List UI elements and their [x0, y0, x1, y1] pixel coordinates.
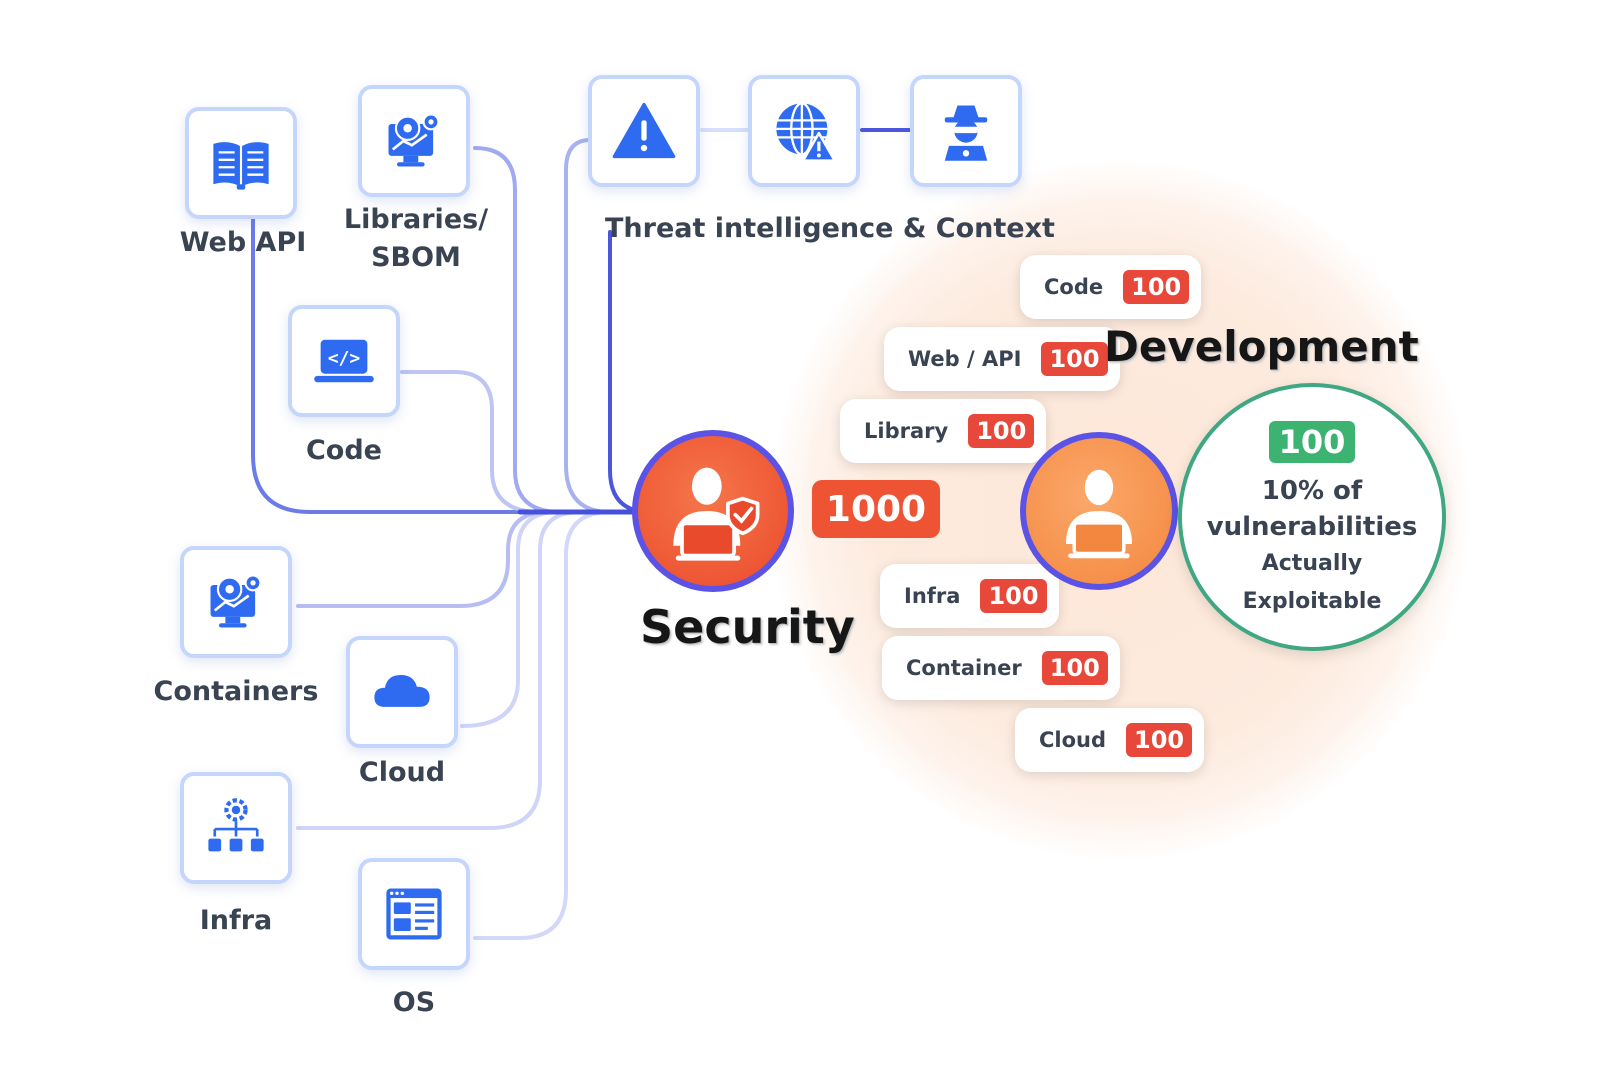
- security-avatar: [632, 430, 794, 592]
- dev-item-name: Library: [864, 419, 949, 443]
- code-laptop-icon: </>: [314, 339, 374, 383]
- libraries-tile[interactable]: [358, 85, 470, 197]
- dev-item-web-api: Web / API 100: [884, 327, 1120, 391]
- dev-item-count: 100: [1126, 723, 1193, 757]
- result-line-1: 10% of: [1261, 476, 1363, 506]
- infra-label: Infra: [199, 905, 273, 936]
- development-title: Development: [1104, 322, 1419, 371]
- result-line-4: Exploitable: [1242, 589, 1382, 614]
- dev-item-name: Cloud: [1039, 728, 1107, 752]
- line-containers: [296, 510, 550, 608]
- web-api-label: Web API: [179, 227, 307, 258]
- spy-icon: [944, 105, 988, 161]
- line-code: [400, 370, 542, 514]
- dev-item-name: Container: [906, 656, 1022, 680]
- dev-item-code: Code 100: [1020, 255, 1202, 319]
- infra-tile[interactable]: [180, 772, 292, 884]
- line-web-api: [251, 213, 562, 514]
- dev-item-count: 100: [980, 579, 1047, 613]
- libraries-label: Libraries/ SBOM: [343, 204, 489, 273]
- developer-avatar: [1020, 432, 1178, 590]
- cloud-tile[interactable]: [346, 636, 458, 748]
- cloud-icon: [374, 675, 430, 707]
- line-infra: [296, 510, 582, 830]
- dev-item-cloud: Cloud 100: [1015, 708, 1205, 772]
- code-tile[interactable]: </>: [288, 305, 400, 417]
- code-label: Code: [305, 435, 382, 466]
- warning-icon: [612, 102, 676, 159]
- threat-tile-globe[interactable]: [748, 75, 860, 187]
- threat-tile-warning[interactable]: [588, 75, 700, 187]
- dev-item-count: 100: [968, 414, 1035, 448]
- result-value-badge: 100: [1268, 421, 1356, 463]
- dev-item-container: Container 100: [882, 636, 1120, 700]
- dev-item-infra: Infra 100: [880, 564, 1059, 628]
- gears-monitor-icon: [388, 113, 440, 167]
- threat-tile-spy[interactable]: [910, 75, 1022, 187]
- developer-person-icon: [1065, 469, 1133, 559]
- infra-network-icon: [208, 798, 264, 852]
- containers-tile[interactable]: [180, 546, 292, 658]
- book-icon: [213, 142, 269, 190]
- line-cloud: [460, 510, 560, 728]
- line-libraries: [473, 146, 562, 514]
- security-title: Security: [640, 600, 855, 654]
- gears-monitor-icon: [210, 574, 262, 628]
- os-tile[interactable]: [358, 858, 470, 970]
- dev-item-library: Library 100: [840, 399, 1047, 463]
- os-window-icon: [386, 888, 442, 940]
- cloud-label: Cloud: [358, 757, 446, 788]
- globe-alert-icon: [776, 102, 837, 163]
- containers-label: Containers: [153, 676, 319, 707]
- os-label: OS: [392, 987, 436, 1018]
- result-line-2: vulnerabilities: [1206, 512, 1418, 542]
- dev-item-count: 100: [1041, 651, 1108, 685]
- security-count-badge: 1000: [812, 480, 940, 538]
- result-line-3: Actually: [1261, 551, 1363, 576]
- security-person-icon: [673, 467, 760, 561]
- threat-label: Threat intelligence & Context: [605, 213, 1055, 244]
- exploitable-result: 100 10% of vulnerabilities Actually Expl…: [1178, 383, 1446, 651]
- line-threat-2: [564, 138, 612, 514]
- web-api-tile[interactable]: [185, 107, 297, 219]
- svg-text:</>: </>: [328, 348, 361, 369]
- dev-item-count: 100: [1123, 270, 1190, 304]
- dev-item-name: Code: [1044, 275, 1104, 299]
- line-os: [473, 510, 612, 940]
- dev-item-name: Web / API: [908, 347, 1022, 371]
- dev-item-count: 100: [1041, 342, 1108, 376]
- dev-item-name: Infra: [904, 584, 961, 608]
